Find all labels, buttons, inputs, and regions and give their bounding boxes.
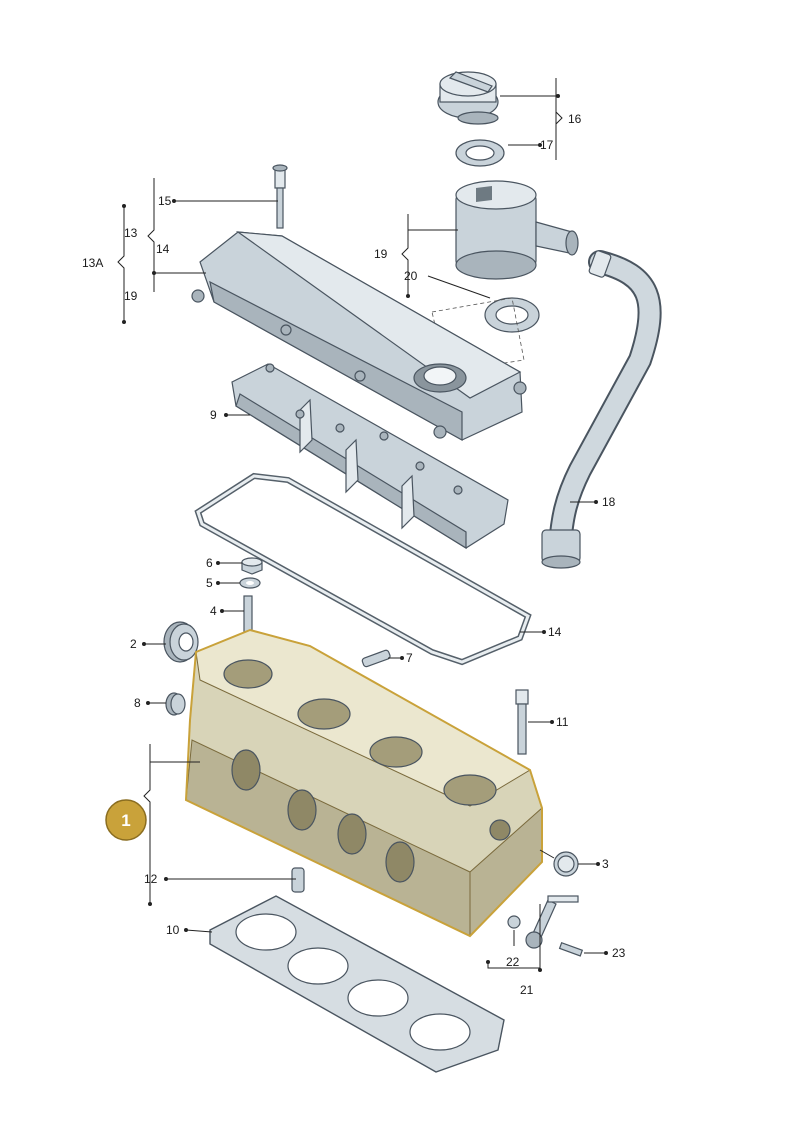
label-20: 20 [404,269,418,283]
cylinder-head [185,629,543,938]
head-gasket [209,895,505,1073]
label-4: 4 [210,604,217,618]
label-2: 2 [130,637,137,651]
label-7: 7 [406,651,413,665]
label-12: 12 [144,872,158,886]
oil-filler-cap [437,71,499,125]
highlight-badge-1[interactable]: 1 [105,799,147,841]
dowel-pin [361,649,391,668]
leader-lines [117,78,608,972]
stud-12 [291,867,305,893]
sealing-plug-8 [165,692,186,716]
sensor-bracket [507,895,584,957]
label-1: 1 [121,811,130,830]
label-9: 9 [210,408,217,422]
label-14-upper: 14 [156,242,170,256]
label-22: 22 [506,955,520,969]
cylinder-head-cover [191,231,527,442]
breather-hose [541,250,662,569]
cover-bolt [272,164,288,229]
label-14-lower: 14 [548,625,562,639]
label-3: 3 [602,857,609,871]
stud [243,595,253,633]
seal-ring-17 [455,139,505,167]
label-11: 11 [556,715,569,729]
washer [239,577,261,589]
label-18: 18 [602,495,616,509]
pcv-valve [455,180,579,280]
label-8: 8 [134,696,141,710]
label-15: 15 [158,194,172,208]
label-6: 6 [206,556,213,570]
label-19-right: 19 [374,247,388,261]
label-5: 5 [206,576,213,590]
nut [241,557,263,575]
label-16: 16 [568,112,582,126]
label-13: 13 [124,226,138,240]
sealing-plug-3 [553,851,579,877]
seal-ring-20 [484,297,540,333]
label-10: 10 [166,923,180,937]
cover-gasket [194,472,532,666]
label-19-left: 19 [124,289,138,303]
baffle-plate [231,363,509,550]
label-23: 23 [612,946,626,960]
label-17: 17 [540,138,554,152]
part-labels: 16 17 15 13 14 13A 19 19 20 18 9 14 6 5 … [82,112,626,997]
head-bolt [515,689,529,755]
label-21: 21 [520,983,534,997]
label-13a: 13A [82,256,103,270]
oil-seal [163,621,199,663]
